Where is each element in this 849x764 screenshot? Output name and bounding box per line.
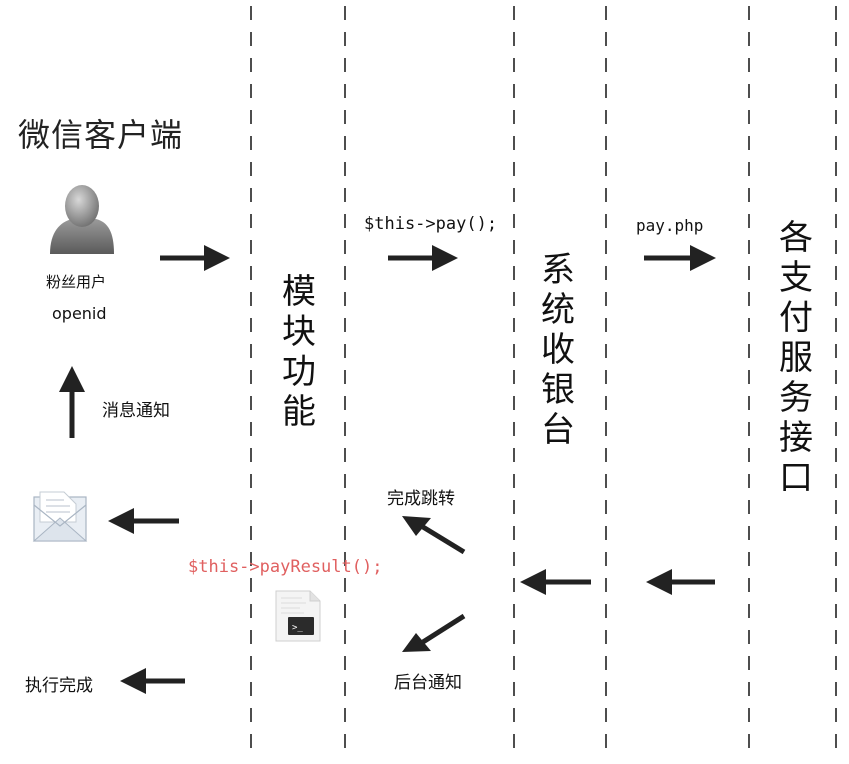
gateway-column-label: 各支付服务接口	[779, 218, 813, 498]
terminal-file-icon: >_	[275, 590, 321, 642]
arrow-cashier-to-gateway	[644, 245, 716, 271]
user-label: 粉丝用户	[46, 273, 107, 291]
client-title: 微信客户端	[18, 116, 184, 154]
arrow-notify-up	[59, 366, 85, 438]
arrow-module-to-cashier	[388, 245, 458, 271]
arrow-backend-diagonal	[402, 613, 466, 652]
backend-notify-label: 后台通知	[394, 673, 462, 693]
arrow-user-to-module	[160, 245, 230, 271]
arrow-redirect-diagonal	[402, 516, 466, 555]
lane-separators	[250, 6, 837, 760]
pay-php-label: pay.php	[636, 216, 704, 235]
module-column-label: 模块功能	[282, 272, 316, 432]
arrows	[59, 245, 716, 694]
arrow-gateway-to-cashier	[646, 569, 715, 595]
arrow-to-cashier	[520, 569, 591, 595]
svg-text:>_: >_	[292, 623, 303, 633]
envelope-icon	[32, 491, 88, 542]
openid-label: openid	[52, 304, 107, 323]
redirect-label: 完成跳转	[387, 489, 455, 509]
cashier-column-label: 系统收银台	[541, 250, 575, 450]
notify-label: 消息通知	[102, 401, 170, 421]
pay-result-label: $this->payResult();	[188, 557, 383, 577]
done-label: 执行完成	[25, 676, 93, 696]
arrow-done	[120, 668, 185, 694]
pay-call-label: $this->pay();	[364, 214, 498, 234]
user-avatar-icon	[50, 185, 114, 254]
arrow-to-mail	[108, 508, 179, 534]
